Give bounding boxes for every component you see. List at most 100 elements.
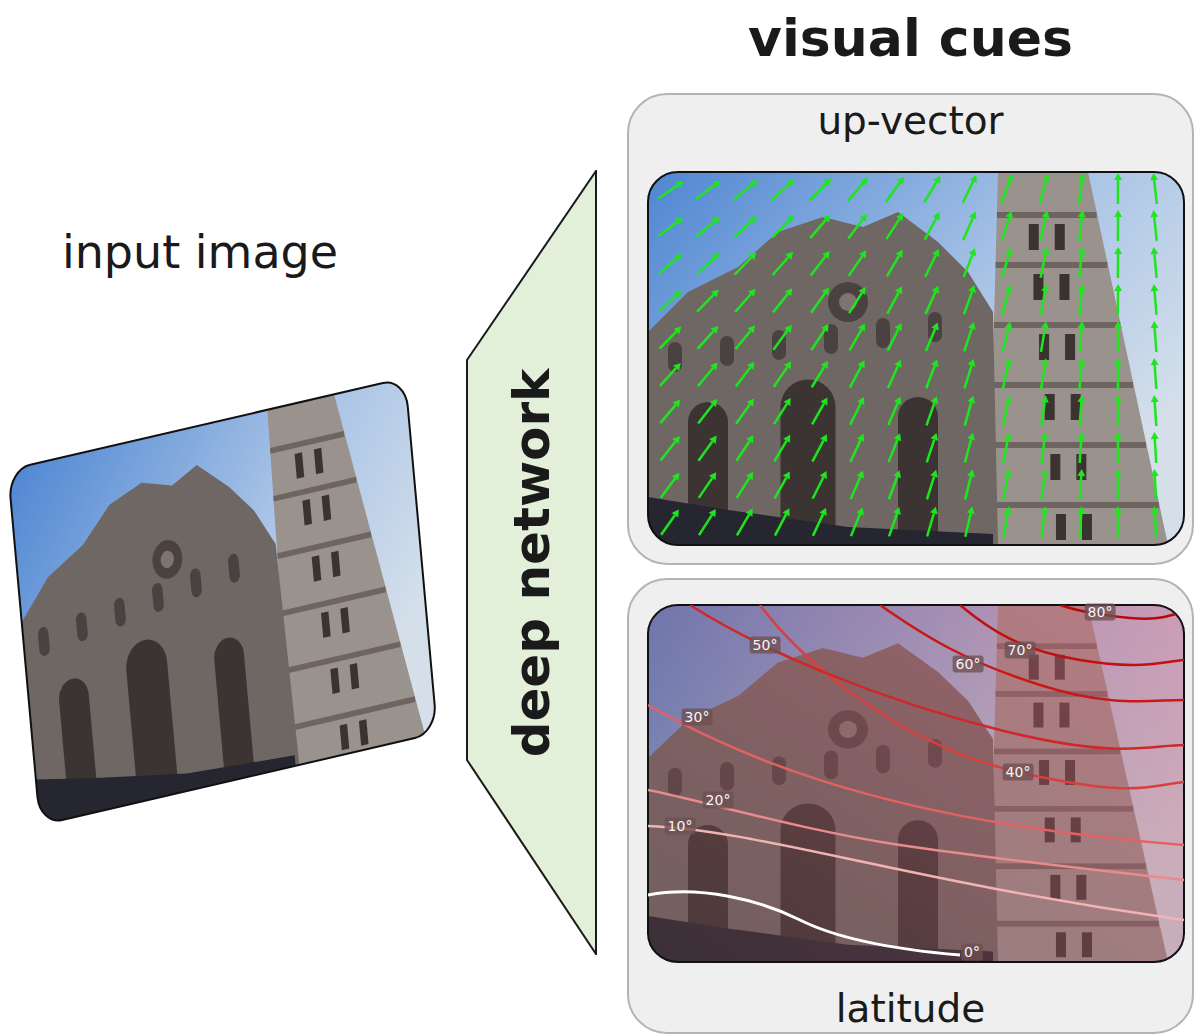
- up-arrow: [1117, 476, 1120, 500]
- arrow-head: [967, 433, 975, 441]
- photo-shape: [928, 312, 942, 342]
- arrow-head: [1041, 247, 1049, 255]
- up-arrow: [1003, 513, 1007, 537]
- photo-shape: [312, 555, 322, 581]
- up-arrow: [888, 366, 898, 388]
- up-arrow: [1117, 365, 1120, 389]
- up-arrow: [965, 439, 971, 462]
- up-arrow: [888, 329, 899, 351]
- arrow-head: [746, 435, 753, 443]
- up-arrow: [849, 256, 863, 276]
- photo-shape: [302, 499, 312, 525]
- arrow-head: [930, 470, 938, 478]
- arrow-head: [820, 471, 827, 479]
- photo-shape: [189, 567, 202, 598]
- arrow-head: [1005, 285, 1013, 293]
- arrow-head: [784, 398, 791, 406]
- photo-shape: [289, 696, 415, 731]
- up-arrow: [1117, 513, 1120, 537]
- arrow-head: [746, 472, 753, 480]
- arrow-head: [1151, 358, 1159, 365]
- photo-shape: [996, 262, 1108, 268]
- node-label: up-vector: [629, 101, 1192, 142]
- up-arrow: [924, 182, 936, 203]
- input-photo: [8, 378, 437, 825]
- arrow-head: [860, 178, 868, 186]
- photo-shape: [270, 431, 344, 454]
- up-arrow: [886, 219, 899, 239]
- arrow-head: [931, 396, 939, 404]
- up-arrow: [773, 257, 789, 275]
- up-arrow: [926, 329, 935, 351]
- photo-shape: [75, 611, 88, 642]
- photo-shape: [648, 605, 1184, 962]
- up-arrow: [735, 257, 752, 274]
- photo-shape: [648, 497, 993, 545]
- arrow-head: [711, 289, 719, 297]
- arrow-head: [930, 433, 938, 441]
- photo-shape: [113, 597, 126, 628]
- photo-shape: [314, 448, 324, 474]
- arrow-head: [785, 288, 793, 296]
- up-arrow: [848, 219, 862, 238]
- up-arrow: [964, 255, 973, 277]
- contour-line: [960, 605, 1184, 665]
- arrow-head: [1114, 321, 1122, 328]
- arrow-head: [784, 325, 791, 333]
- photo-shape: [37, 626, 50, 657]
- degree-label: 20°: [703, 792, 734, 809]
- contour-line: [648, 826, 1184, 920]
- photo-shape: [213, 634, 255, 782]
- up-arrow: [886, 182, 900, 201]
- arrow-head: [1151, 506, 1159, 513]
- trapezoid-shape: [467, 171, 596, 954]
- arrow-head: [897, 177, 904, 185]
- arrow-head: [932, 249, 939, 257]
- contour-line: [1060, 605, 1184, 619]
- photo-shape: [151, 537, 184, 582]
- arrow-head: [1006, 174, 1014, 182]
- arrow-head: [1004, 432, 1012, 440]
- arrow-head: [787, 179, 795, 187]
- arrow-head: [1041, 321, 1049, 329]
- arrow-head: [1114, 432, 1122, 439]
- contour-line: [648, 892, 960, 955]
- arrow-head: [894, 397, 901, 405]
- degree-label: 80°: [1085, 604, 1116, 621]
- arrow-head: [1078, 284, 1086, 291]
- arrow-head: [933, 212, 940, 220]
- arrow-head: [970, 175, 977, 183]
- up-arrow: [1117, 217, 1120, 241]
- arrow-head: [748, 325, 756, 333]
- arrow-head: [1041, 432, 1049, 439]
- arrow-head: [857, 471, 864, 479]
- node-label: latitude: [629, 989, 1192, 1030]
- up-arrow: [658, 185, 678, 199]
- arrow-head: [969, 212, 976, 220]
- arrow-head: [968, 285, 976, 293]
- arrow-head: [1042, 210, 1050, 218]
- up-arrow: [1041, 402, 1044, 426]
- arrow-head: [1078, 173, 1086, 180]
- up-arrow: [1003, 328, 1009, 351]
- network-trapezoid: deep network: [466, 170, 597, 955]
- up-arrow: [697, 258, 715, 274]
- up-arrow: [1041, 439, 1044, 463]
- arrow-head: [895, 323, 902, 331]
- up-arrow: [660, 405, 676, 423]
- photo-shape: [36, 720, 296, 825]
- contour-line: [880, 605, 1184, 701]
- contour-line: [690, 605, 1184, 749]
- up-arrow: [1117, 180, 1120, 204]
- arrow-head: [785, 252, 793, 260]
- photo-shape: [11, 448, 299, 825]
- up-arrow: [774, 404, 787, 424]
- degree-label: 70°: [1005, 642, 1036, 659]
- up-arrow: [1079, 217, 1082, 241]
- up-arrow: [1117, 328, 1120, 352]
- up-arrow: [850, 366, 861, 387]
- arrow-head: [1041, 395, 1049, 402]
- up-arrow: [850, 440, 860, 462]
- up-arrow: [1080, 402, 1082, 426]
